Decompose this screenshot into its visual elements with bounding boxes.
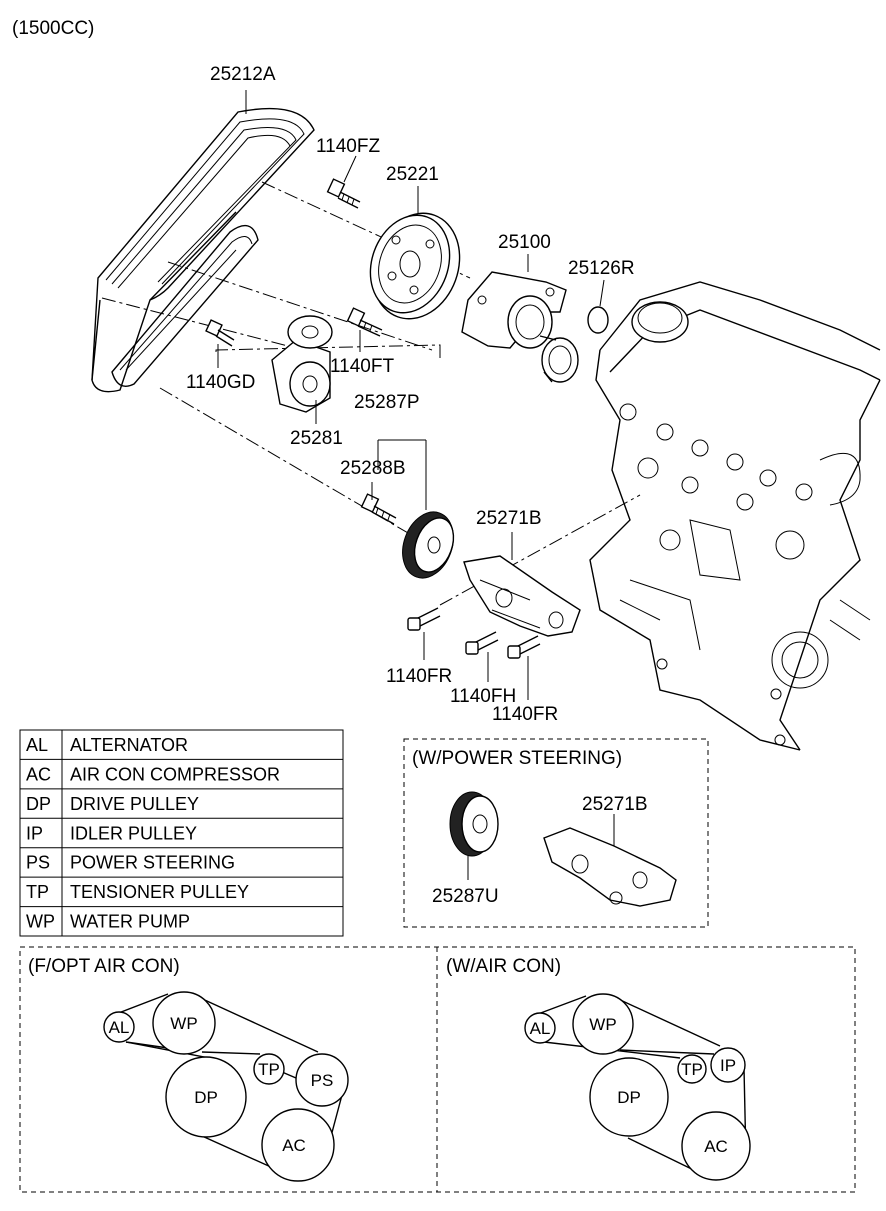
- fopt-dp-label: DP: [194, 1088, 218, 1107]
- label-1140fr-b: 1140FR: [492, 704, 558, 725]
- legend-name: POWER STEERING: [70, 853, 235, 873]
- fopt-tp-label: TP: [258, 1060, 280, 1079]
- wac-dp-label: DP: [617, 1088, 641, 1107]
- gasket-25126r: [587, 306, 609, 334]
- fopt-wp-circle: [152, 991, 216, 1055]
- power-steering-box: (W/POWER STEERING) 25287U 25271B: [403, 738, 709, 928]
- idler-pulley-25287u: [449, 791, 499, 857]
- wac-wp-label: WP: [589, 1015, 616, 1034]
- label-1140gd: 1140GD: [186, 372, 255, 393]
- bolt-1140ft: [346, 307, 383, 337]
- wac-dp-circle: [589, 1057, 669, 1137]
- wac-ip-label: IP: [720, 1056, 736, 1075]
- legend-code: PS: [26, 853, 50, 873]
- label-25100: 25100: [498, 232, 551, 253]
- idler-pulley-25287p: [402, 511, 455, 579]
- bolt-1140fh: [465, 631, 499, 655]
- pulley-25221: [369, 212, 461, 320]
- legend-code: DP: [26, 794, 51, 814]
- legend-code: AC: [26, 764, 51, 784]
- fopt-al-label: AL: [109, 1018, 130, 1037]
- wac-wp-circle: [572, 993, 634, 1055]
- routing-fopt-title: (F/OPT AIR CON): [28, 956, 180, 977]
- label-25287p: 25287P: [354, 392, 420, 413]
- label-25271b-ps: 25271B: [582, 794, 648, 815]
- legend-name: ALTERNATOR: [70, 735, 188, 755]
- bracket-25271b-ps: [543, 827, 677, 907]
- legend-name: WATER PUMP: [70, 912, 190, 932]
- fopt-ps-circle: [295, 1053, 349, 1107]
- label-25126r: 25126R: [568, 258, 635, 279]
- fopt-wp-label: WP: [170, 1014, 197, 1033]
- label-1140fr-a: 1140FR: [386, 666, 452, 687]
- bolt-1140fz: [326, 178, 361, 209]
- legend-name: IDLER PULLEY: [70, 823, 197, 843]
- label-25281: 25281: [290, 428, 343, 449]
- label-25221: 25221: [386, 164, 439, 185]
- wac-ac-circle: [681, 1111, 751, 1181]
- wac-ac-label: AC: [704, 1137, 728, 1156]
- engine-block: [589, 281, 881, 751]
- label-25287u: 25287U: [432, 886, 499, 907]
- fopt-dp-circle: [165, 1056, 247, 1138]
- wac-ip-circle: [710, 1047, 746, 1083]
- fopt-ac-label: AC: [282, 1136, 306, 1155]
- routing-fopt: AL WP TP PS DP AC: [103, 991, 349, 1182]
- bolt-1140gd: [205, 319, 235, 347]
- legend-name: TENSIONER PULLEY: [70, 882, 249, 902]
- legend-table: AL ALTERNATOR AC AIR CON COMPRESSOR DP DRIVE …: [19, 729, 344, 937]
- fopt-ac-circle: [261, 1108, 335, 1182]
- routing-wac-title: (W/AIR CON): [446, 956, 561, 977]
- wac-al-label: AL: [530, 1019, 551, 1038]
- label-1140fh: 1140FH: [450, 686, 516, 707]
- exploded-view: 25212A 1140FZ 25221 25100 25126R 1140FT …: [91, 64, 881, 751]
- legend-name: AIR CON COMPRESSOR: [70, 764, 280, 784]
- legend-name: DRIVE PULLEY: [70, 794, 199, 814]
- fopt-tp-circle: [253, 1053, 285, 1085]
- bolt-1140fr-a: [407, 607, 441, 631]
- label-belt: 25212A: [210, 64, 276, 85]
- label-1140fz: 1140FZ: [316, 136, 380, 157]
- legend-code: WP: [26, 912, 55, 932]
- engine-label: (1500CC): [12, 18, 94, 39]
- wac-tp-label: TP: [681, 1060, 703, 1079]
- label-1140ft: 1140FT: [330, 356, 394, 377]
- wac-al-circle: [524, 1012, 556, 1044]
- power-steering-title: (W/POWER STEERING): [412, 748, 622, 769]
- legend-code: TP: [26, 882, 49, 902]
- tensioner-25281: [271, 315, 333, 413]
- label-25271b: 25271B: [476, 508, 542, 529]
- wac-tp-circle: [677, 1054, 707, 1084]
- routing-wac: AL WP TP IP DP AC: [524, 993, 751, 1181]
- label-25288b: 25288B: [340, 458, 406, 479]
- fopt-ps-label: PS: [311, 1071, 334, 1090]
- bolt-1140fr-b: [507, 635, 541, 659]
- drive-belt: [91, 107, 315, 393]
- water-pump-25100: [461, 271, 579, 383]
- legend-code: IP: [26, 823, 43, 843]
- bracket-25271b: [463, 555, 581, 637]
- legend-code: AL: [26, 735, 48, 755]
- bolt-25288b: [360, 493, 397, 525]
- fopt-al-circle: [103, 1011, 135, 1043]
- routing-section: (F/OPT AIR CON) (W/AIR CON) AL WP TP PS …: [19, 946, 856, 1193]
